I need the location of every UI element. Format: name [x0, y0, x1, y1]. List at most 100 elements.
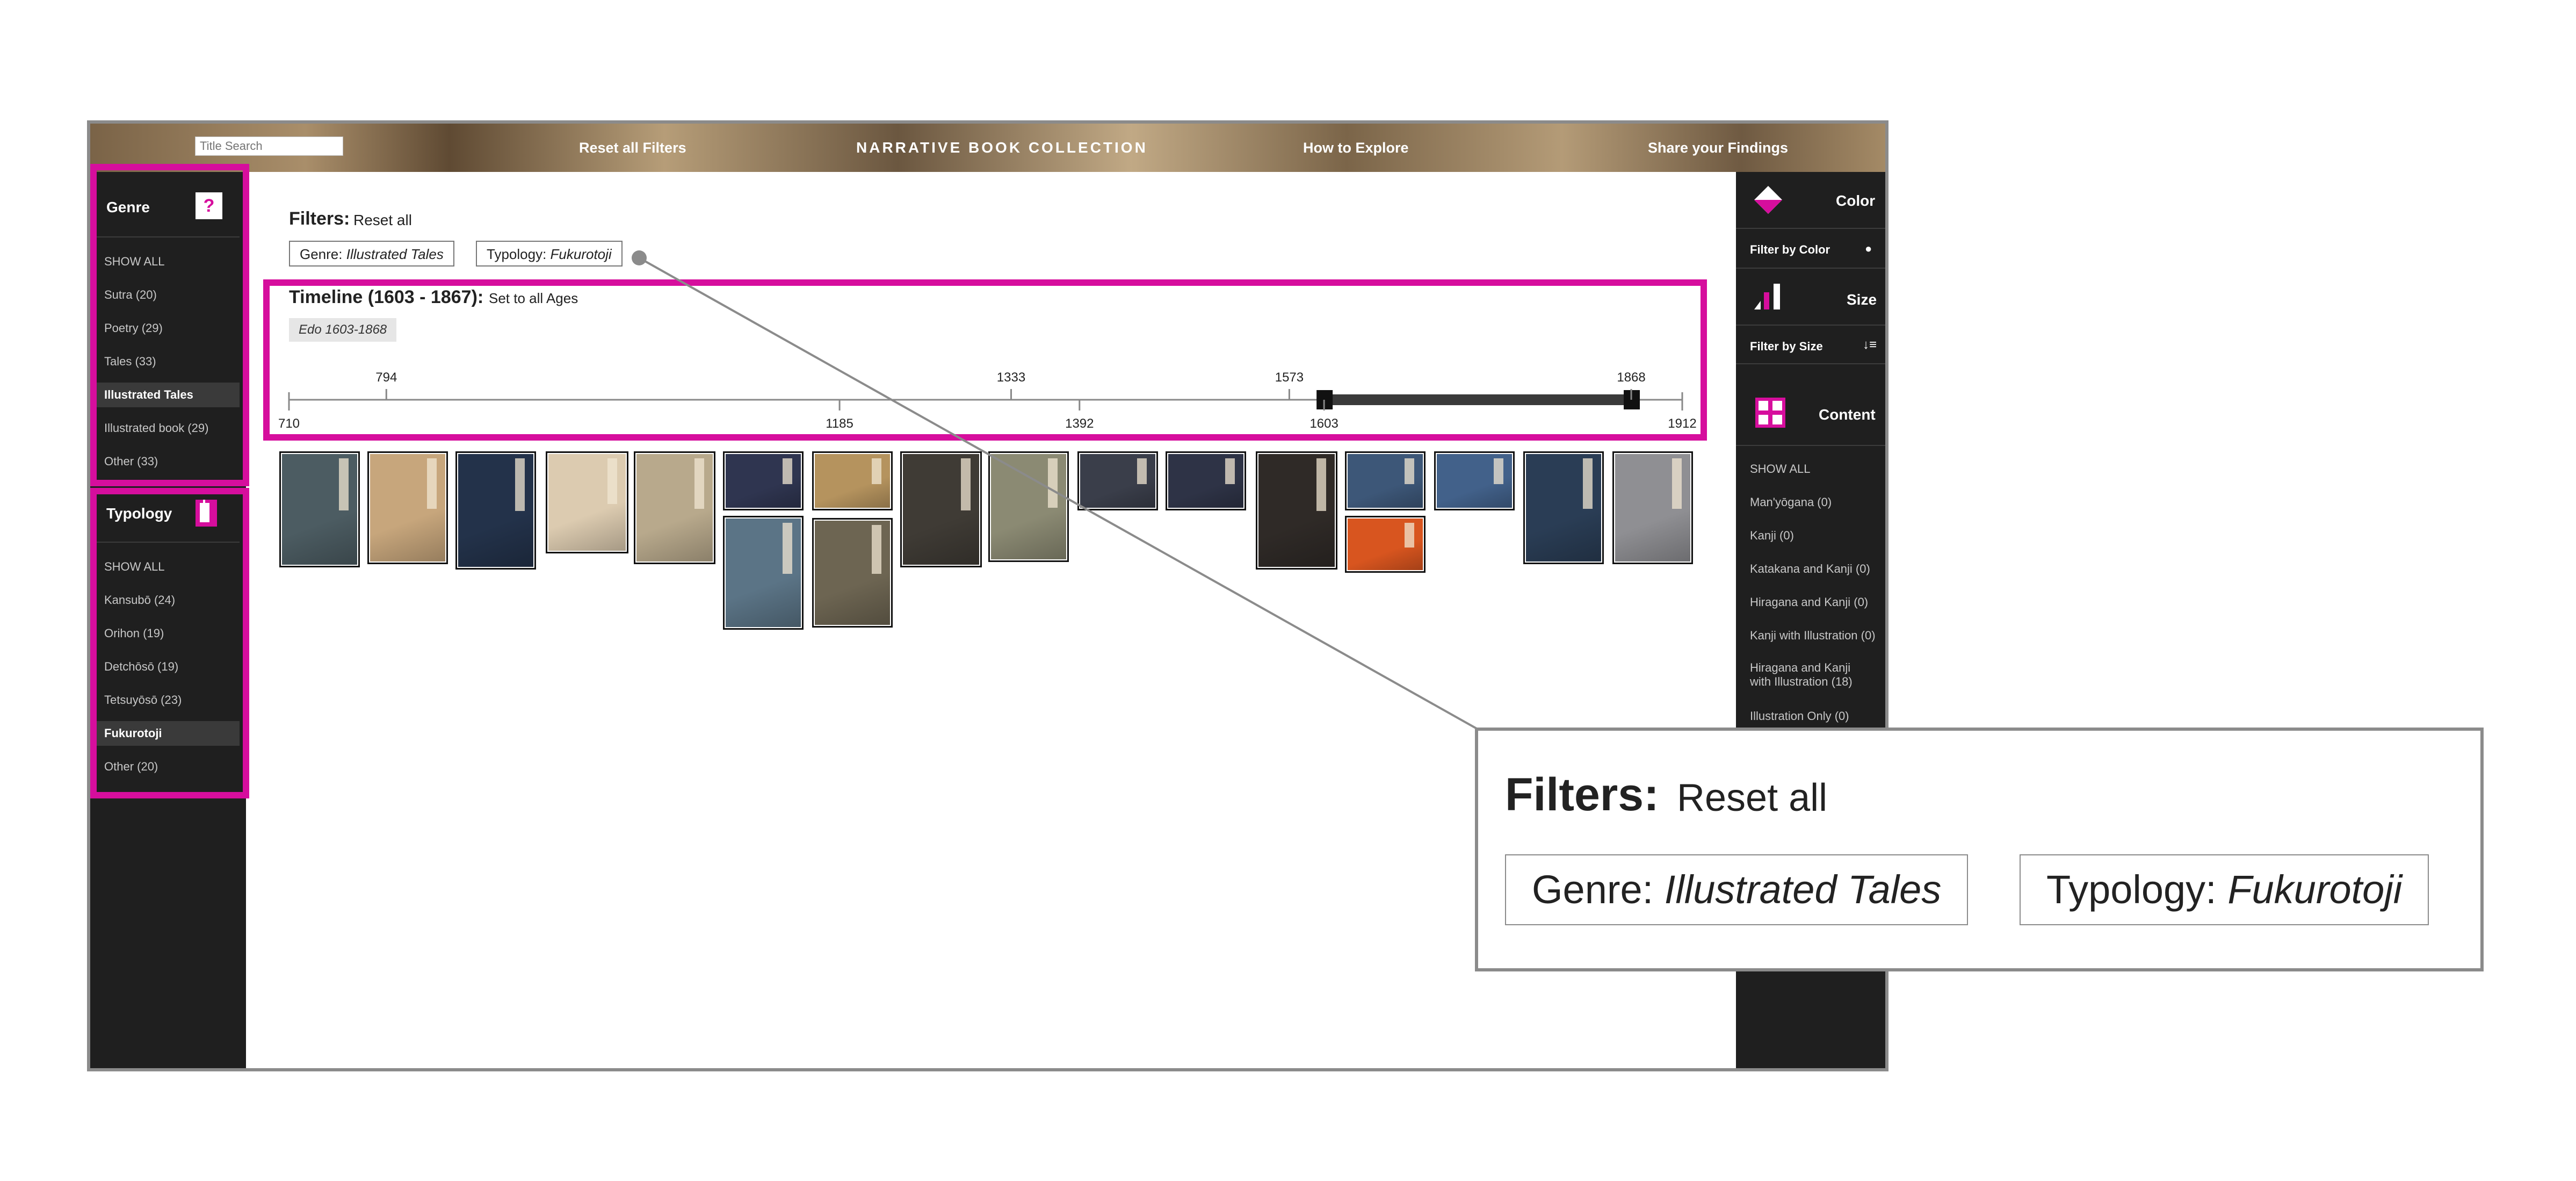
- sort-size-icon[interactable]: ↓≡: [1863, 337, 1877, 352]
- typology-item-orihon[interactable]: Orihon (19): [104, 626, 164, 640]
- content-icon[interactable]: [1755, 398, 1785, 428]
- content-label[interactable]: Content: [1819, 406, 1876, 423]
- genre-heading: Genre: [106, 199, 150, 215]
- genre-item-show-all[interactable]: SHOW ALL: [104, 255, 165, 268]
- typology-item-show-all[interactable]: SHOW ALL: [104, 560, 165, 573]
- size-label[interactable]: Size: [1847, 291, 1877, 308]
- left-sidebar: Genre ? SHOW ALL Sutra (20) Poetry (29) …: [90, 172, 246, 1068]
- book-icon[interactable]: [196, 500, 217, 527]
- book-thumbnail[interactable]: [1077, 451, 1158, 510]
- book-title-slip: [1225, 458, 1235, 484]
- filter-by-size[interactable]: Filter by Size: [1750, 340, 1823, 353]
- filters-title: Filters:: [289, 208, 350, 229]
- book-thumbnail[interactable]: [1256, 451, 1337, 570]
- typology-item-detchoso[interactable]: Detchōsō (19): [104, 660, 179, 673]
- book-thumbnail[interactable]: [634, 451, 715, 564]
- timeline-title: Timeline (1603 - 1867):: [289, 287, 484, 307]
- book-thumbnail[interactable]: [812, 518, 893, 628]
- book-title-slip: [783, 523, 792, 574]
- timeline-selected-range[interactable]: [1324, 394, 1632, 405]
- size-icon[interactable]: [1752, 283, 1784, 314]
- callout-genre-chip[interactable]: Genre: Illustrated Tales: [1505, 854, 1969, 925]
- share-findings-link[interactable]: Share your Findings: [1648, 140, 1789, 156]
- typology-item-tetsuyoso[interactable]: Tetsuyōsō (23): [104, 693, 182, 707]
- typology-item-other[interactable]: Other (20): [104, 760, 158, 773]
- genre-item-illustrated-book[interactable]: Illustrated book (29): [104, 421, 209, 435]
- genre-item-other[interactable]: Other (33): [104, 455, 158, 468]
- book-thumbnail[interactable]: [900, 451, 982, 567]
- content-item-kanji[interactable]: Kanji (0): [1750, 529, 1794, 542]
- callout-reset-link[interactable]: Reset all: [1677, 776, 1828, 819]
- divider: [1736, 363, 1885, 364]
- book-title-slip: [961, 458, 971, 510]
- divider: [90, 542, 240, 543]
- typology-heading: Typology: [106, 505, 172, 522]
- genre-filter-chip[interactable]: Genre: Illustrated Tales: [289, 241, 454, 267]
- book-thumbnail[interactable]: [546, 451, 628, 553]
- droplet-icon[interactable]: ●: [1865, 242, 1872, 255]
- genre-item-sutra[interactable]: Sutra (20): [104, 288, 157, 301]
- book-thumbnail[interactable]: [1612, 451, 1693, 564]
- book-thumbnail[interactable]: [1523, 451, 1604, 564]
- genre-item-poetry[interactable]: Poetry (29): [104, 321, 163, 335]
- book-title-slip: [694, 458, 704, 509]
- timeline-tick-label-bottom: 1392: [1065, 416, 1094, 431]
- book-thumbnail[interactable]: [723, 516, 804, 630]
- book-thumbnail[interactable]: [812, 451, 893, 510]
- book-title-slip: [872, 458, 881, 484]
- color-label[interactable]: Color: [1836, 192, 1876, 209]
- book-title-slip: [1137, 458, 1147, 484]
- book-thumbnail[interactable]: [723, 451, 804, 510]
- divider: [1736, 228, 1885, 229]
- content-item-illustration-only[interactable]: Illustration Only (0): [1750, 709, 1849, 723]
- book-title-slip: [339, 458, 349, 510]
- genre-help-button[interactable]: ?: [196, 192, 222, 219]
- chip-key: Genre:: [1532, 867, 1654, 912]
- content-item-kanji-illustration[interactable]: Kanji with Illustration (0): [1750, 629, 1876, 642]
- book-thumbnail[interactable]: [367, 451, 448, 564]
- book-title-slip: [783, 458, 792, 484]
- book-thumbnail[interactable]: [1434, 451, 1515, 510]
- genre-item-tales[interactable]: Tales (33): [104, 355, 156, 368]
- callout-typology-chip[interactable]: Typology: Fukurotoji: [2020, 854, 2429, 925]
- book-thumbnail[interactable]: [1345, 516, 1426, 573]
- site-title[interactable]: NARRATIVE BOOK COLLECTION: [856, 139, 1148, 156]
- book-thumbnail[interactable]: [279, 451, 360, 567]
- set-all-ages-link[interactable]: Set to all Ages: [489, 290, 578, 306]
- title-search-input[interactable]: [195, 136, 343, 156]
- filters-reset-link[interactable]: Reset all: [353, 212, 412, 228]
- chip-key: Typology:: [487, 246, 547, 262]
- content-item-manyogana[interactable]: Man'yōgana (0): [1750, 495, 1832, 509]
- timeline-tick-label-bottom: 710: [278, 416, 300, 431]
- content-item-hiragana-kanji-illustration[interactable]: Hiragana and Kanji with Illustration (18…: [1750, 661, 1853, 688]
- header-bar: Reset all Filters NARRATIVE BOOK COLLECT…: [90, 124, 1885, 172]
- book-thumbnail[interactable]: [988, 451, 1069, 562]
- timeline-tick-label-top: 794: [375, 370, 397, 385]
- reset-all-filters-link[interactable]: Reset all Filters: [579, 140, 686, 156]
- typology-filter-chip[interactable]: Typology: Fukurotoji: [476, 241, 623, 267]
- content-item-katakana-kanji[interactable]: Katakana and Kanji (0): [1750, 562, 1870, 575]
- book-thumbnail[interactable]: [455, 451, 536, 570]
- chip-key: Typology:: [2046, 867, 2217, 912]
- book-title-slip: [1048, 458, 1058, 508]
- book-title-slip: [607, 458, 617, 504]
- timeline-tick-label-top: 1333: [997, 370, 1025, 385]
- chip-value: Illustrated Tales: [346, 246, 444, 262]
- divider: [1736, 268, 1885, 269]
- content-item-hiragana-kanji[interactable]: Hiragana and Kanji (0): [1750, 595, 1869, 609]
- book-thumbnail[interactable]: [1166, 451, 1246, 510]
- book-title-slip: [427, 458, 437, 509]
- content-item-show-all[interactable]: SHOW ALL: [1750, 462, 1811, 476]
- book-thumbnail[interactable]: [1345, 451, 1426, 510]
- typology-item-fukurotoji[interactable]: Fukurotoji: [90, 721, 240, 746]
- genre-item-illustrated-tales[interactable]: Illustrated Tales: [90, 383, 240, 407]
- typology-highlight-frame: [90, 488, 249, 798]
- how-to-explore-link[interactable]: How to Explore: [1303, 140, 1409, 156]
- book-title-slip: [1494, 458, 1503, 484]
- filter-by-color[interactable]: Filter by Color: [1750, 243, 1830, 256]
- timeline-tick-label-top: 1868: [1617, 370, 1645, 385]
- color-icon[interactable]: [1752, 184, 1784, 219]
- typology-item-kansubo[interactable]: Kansubō (24): [104, 593, 176, 607]
- era-badge[interactable]: Edo 1603-1868: [289, 318, 397, 342]
